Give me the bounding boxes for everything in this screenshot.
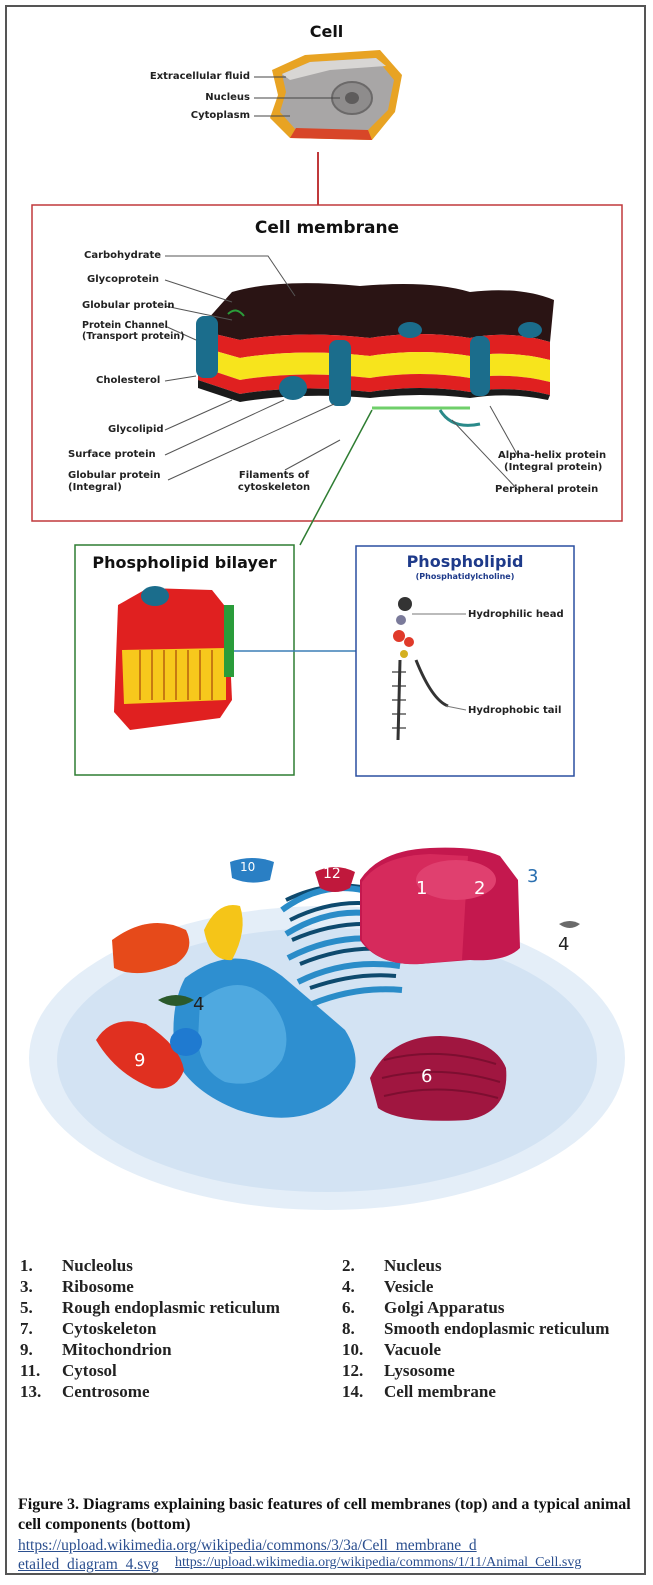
legend-item: 4.Vesicle	[342, 1276, 609, 1297]
filaments-label-line1: Filaments of	[232, 470, 316, 482]
legend-item: 3.Ribosome	[20, 1276, 280, 1297]
legend-number: 14.	[342, 1381, 384, 1402]
filaments-label-line2: cytoskeleton	[232, 482, 316, 494]
legend-text: Smooth endoplasmic reticulum	[384, 1319, 609, 1338]
legend-text: Rough endoplasmic reticulum	[62, 1298, 280, 1317]
legend-number: 12.	[342, 1360, 384, 1381]
phospholipid-illustration	[392, 597, 466, 740]
legend-text: Cytosol	[62, 1361, 117, 1380]
cytoplasm-label: Cytoplasm	[100, 110, 250, 122]
figure-caption: Figure 3. Diagrams explaining basic feat…	[18, 1495, 638, 1535]
legend-item: 12.Lysosome	[342, 1360, 609, 1381]
legend-number: 8.	[342, 1318, 384, 1339]
bilayer-illustration	[114, 586, 234, 730]
animal-cell-source-link[interactable]: https://upload.wikimedia.org/wikipedia/c…	[175, 1555, 581, 1571]
marker-12: 12	[323, 866, 341, 882]
legend-number: 11.	[20, 1360, 62, 1381]
legend-number: 2.	[342, 1255, 384, 1276]
legend-item: 2.Nucleus	[342, 1255, 609, 1276]
legend-number: 9.	[20, 1339, 62, 1360]
legend-text: Nucleolus	[62, 1256, 133, 1275]
hydrophilic-head-label: Hydrophilic head	[468, 609, 564, 621]
protein-channel-label: Protein Channel	[82, 320, 168, 331]
marker-4-left: 4	[193, 994, 204, 1015]
glycoprotein-label: Glycoprotein	[87, 274, 159, 286]
legend-text: Centrosome	[62, 1382, 150, 1401]
bilayer-title: Phospholipid bilayer	[75, 553, 294, 572]
hydrophobic-tail-label: Hydrophobic tail	[468, 705, 561, 717]
extracellular-fluid-label: Extracellular fluid	[100, 71, 250, 83]
legend-item: 9.Mitochondrion	[20, 1339, 280, 1360]
legend-item: 10.Vacuole	[342, 1339, 609, 1360]
membrane-title: Cell membrane	[32, 218, 622, 238]
cell-title: Cell	[0, 22, 653, 41]
marker-6: 6	[421, 1066, 432, 1087]
marker-3: 3	[527, 866, 538, 887]
caption-label: Figure 3.	[18, 1496, 79, 1513]
animal-cell-illustration	[29, 848, 625, 1210]
legend-text: Ribosome	[62, 1277, 134, 1296]
globular-protein-label: Globular protein	[82, 300, 174, 312]
legend-item: 1.Nucleolus	[20, 1255, 280, 1276]
legend-item: 6.Golgi Apparatus	[342, 1297, 609, 1318]
legend-number: 4.	[342, 1276, 384, 1297]
carbohydrate-label: Carbohydrate	[84, 250, 161, 262]
legend-item: 13.Centrosome	[20, 1381, 280, 1402]
marker-10: 10	[240, 860, 255, 874]
peripheral-protein-label: Peripheral protein	[495, 484, 598, 496]
legend-text: Cytoskeleton	[62, 1319, 156, 1338]
legend-right: 2.Nucleus 4.Vesicle 6.Golgi Apparatus 8.…	[342, 1255, 609, 1402]
nucleus-label: Nucleus	[100, 92, 250, 104]
legend-text: Nucleus	[384, 1256, 442, 1275]
legend-item: 14.Cell membrane	[342, 1381, 609, 1402]
legend-text: Cell membrane	[384, 1382, 496, 1401]
legend-text: Golgi Apparatus	[384, 1298, 504, 1317]
legend-item: 8.Smooth endoplasmic reticulum	[342, 1318, 609, 1339]
integral-protein-label: (Integral protein)	[504, 462, 602, 474]
legend-number: 7.	[20, 1318, 62, 1339]
membrane-illustration	[196, 283, 554, 425]
phospholipid-subtitle: (Phosphatidylcholine)	[356, 572, 574, 581]
legend-number: 13.	[20, 1381, 62, 1402]
membrane-source-link-part1[interactable]: https://upload.wikimedia.org/wikipedia/c…	[18, 1537, 477, 1555]
integral-label: (Integral)	[68, 482, 122, 494]
marker-4-right: 4	[558, 934, 569, 955]
legend-number: 3.	[20, 1276, 62, 1297]
marker-9: 9	[134, 1050, 145, 1071]
legend-item: 7.Cytoskeleton	[20, 1318, 280, 1339]
legend-text: Vacuole	[384, 1340, 441, 1359]
legend-left: 1.Nucleolus 3.Ribosome 5.Rough endoplasm…	[20, 1255, 280, 1402]
legend-number: 5.	[20, 1297, 62, 1318]
surface-protein-label: Surface protein	[68, 449, 156, 461]
caption-text: Diagrams explaining basic features of ce…	[18, 1496, 631, 1533]
legend-item: 11.Cytosol	[20, 1360, 280, 1381]
legend-text: Vesicle	[384, 1277, 433, 1296]
legend-number: 1.	[20, 1255, 62, 1276]
legend-item: 5.Rough endoplasmic reticulum	[20, 1297, 280, 1318]
cell-illustration	[270, 50, 402, 140]
cholesterol-label: Cholesterol	[96, 375, 160, 387]
transport-protein-label: (Transport protein)	[82, 331, 185, 342]
legend-number: 10.	[342, 1339, 384, 1360]
marker-1: 1	[416, 878, 427, 899]
globular-protein-integral-label: Globular protein	[68, 470, 160, 482]
glycolipid-label: Glycolipid	[108, 424, 164, 436]
alpha-helix-protein-label: Alpha-helix protein	[498, 450, 606, 462]
legend-text: Mitochondrion	[62, 1340, 172, 1359]
legend-text: Lysosome	[384, 1361, 455, 1380]
phospholipid-title: Phospholipid	[356, 552, 574, 571]
legend-number: 6.	[342, 1297, 384, 1318]
membrane-source-link-part2[interactable]: etailed_diagram_4.svg	[18, 1556, 159, 1574]
marker-2: 2	[474, 878, 485, 899]
